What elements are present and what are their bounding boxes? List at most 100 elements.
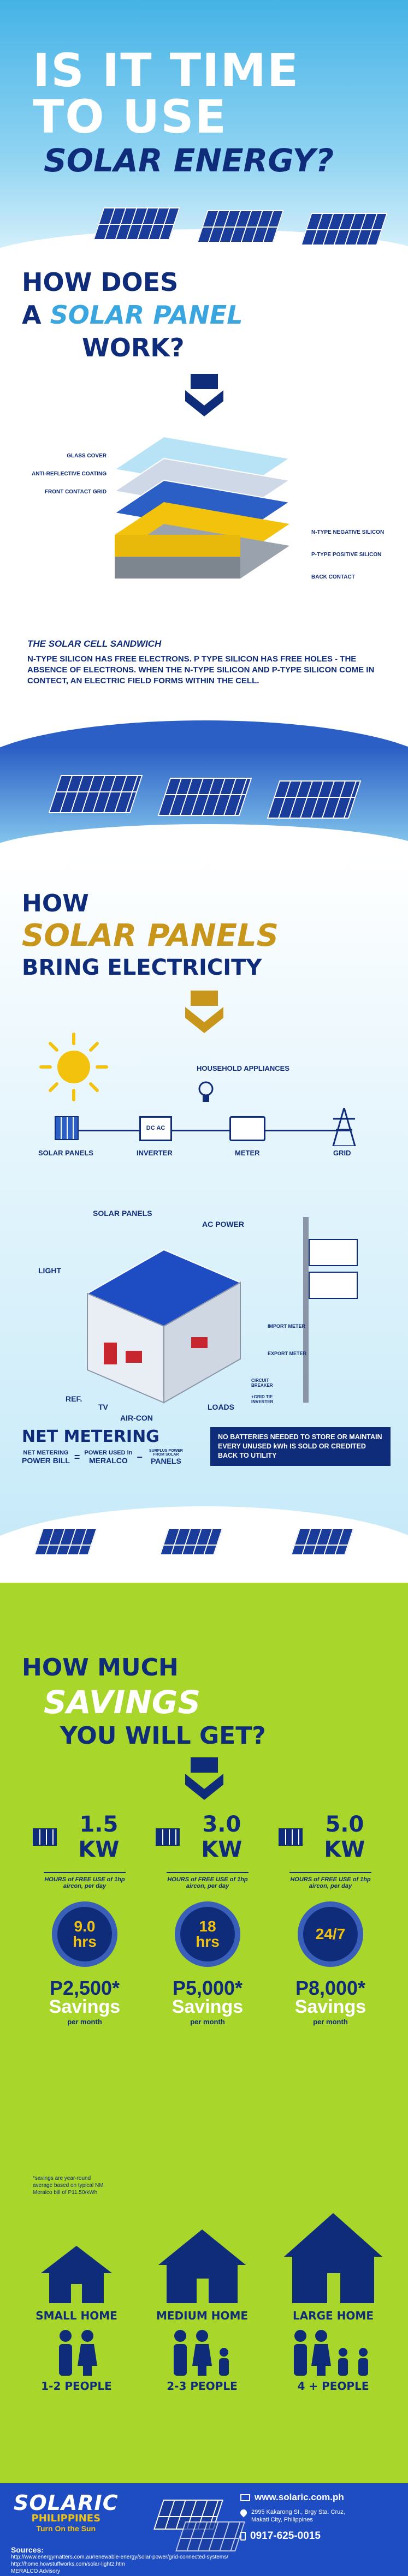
flow-grid-icon [332,1108,356,1146]
hill-shape [0,720,408,748]
sun-icon [39,1033,108,1101]
utility-pole [303,1217,309,1403]
chevron-down-icon [185,374,223,416]
phone-icon [240,2532,246,2541]
layer-label: GLASS COVER [67,453,107,459]
flow-inverter-icon: DC AC [139,1116,172,1141]
section2-title-line2: SOLAR PANELS [22,918,279,953]
solar-panel-icon [267,780,362,819]
free-use-label: HOURS of FREE USE of 1hp aircon, per day [167,1872,249,1889]
eq-meralco: MERALCO [89,1456,128,1465]
flow-label: INVERTER [137,1149,173,1157]
savings-amount: P8,000* [295,1977,366,1999]
flow-meter-icon [229,1116,265,1141]
source-link[interactable]: http://home.howstuffworks.com/solar-ligh… [11,2561,125,2567]
people-label: 2-3 PEOPLE [167,2380,238,2393]
people-icon [294,2330,368,2376]
layer-labels-right: N-TYPE NEGATIVE SILICON P-TYPE POSITIVE … [311,529,393,580]
per-month-label: per month [190,2018,225,2026]
savings-word: Savings [172,1996,244,2017]
section-solar-panel-work: HOW DOES A SOLAR PANEL WORK? GLASS COVER… [0,257,408,748]
house-label-loads: LOADS [208,1403,234,1411]
section2-title-line1: HOW [22,890,89,917]
people-label: 4 + PEOPLE [297,2380,369,2393]
phone-number[interactable]: 0917-625-0015 [250,2530,321,2542]
hero-title-line2: TO USE [33,90,228,144]
hours-badge: 9.0 hrs [52,1901,117,1967]
source-text: MERALCO Advisory [11,2568,61,2574]
solar-panel-icon [157,778,252,816]
section1-title-line1: HOW DOES [22,267,179,297]
house-label-panels: SOLAR PANELS [93,1209,152,1218]
people-icon [59,2330,97,2376]
contact-block: www.solaric.com.ph 2995 Kakarong St., Br… [239,2492,404,2542]
equals-sign: = [74,1451,80,1463]
home-column: MEDIUM HOME 2-3 PEOPLE [142,2227,262,2393]
kw-value: 3.0 KW [201,1812,243,1862]
section3-title-line1: HOW MUCH [22,1654,179,1681]
solar-panel-icon [156,1828,180,1846]
chevron-down-icon [185,1757,223,1800]
savings-footnote: *savings are year-round average based on… [33,2175,104,2196]
solar-panel-icon [48,775,143,813]
flow-line [66,1130,350,1131]
section-savings: HOW MUCH SAVINGS YOU WILL GET? 1.5 KW HO… [0,1583,408,2483]
savings-columns: 1.5 KW HOURS of FREE USE of 1hp aircon, … [33,1812,382,2026]
household-label: HOUSEHOLD APPLIANCES [197,1064,289,1072]
layer-label: ANTI-REFLECTIVE COATING [31,471,107,477]
savings-word: Savings [49,1996,121,2017]
layer-label: BACK CONTACT [311,574,355,580]
section-bring-electricity: HOW SOLAR PANELS BRING ELECTRICITY HOUSE… [0,857,408,1583]
eq-power-bill: POWER BILL [22,1456,70,1465]
section1-title-line2: A SOLAR PANEL [22,300,243,330]
savings-column: 5.0 KW HOURS of FREE USE of 1hp aircon, … [279,1812,382,2026]
per-month-label: per month [67,2018,102,2026]
flow-label: GRID [333,1149,351,1157]
sandwich-title: THE SOLAR CELL SANDWICH [27,639,162,649]
hero-section: IS IT TIME TO USE SOLAR ENERGY? [0,0,408,257]
flow-label: METER [235,1149,260,1157]
website-link[interactable]: www.solaric.com.ph [255,2492,344,2502]
eq-power-used: POWER USED in [84,1450,133,1456]
kw-value: 5.0 KW [324,1812,365,1862]
flow-label: SOLAR PANELS [38,1149,93,1157]
sandwich-text: N-TYPE SILICON HAS FREE ELECTRONS. P TYP… [27,654,375,685]
brand-logo: SOLARIC PHILIPPINES Turn On the Sun [14,2491,119,2533]
panels-strip [0,748,408,857]
solar-cell-diagram [113,437,291,579]
house-label-aircon: AIR-CON [120,1414,153,1422]
solar-panel-icon [290,1528,354,1555]
solar-panel-icon [279,1828,303,1846]
house-label-light: LIGHT [38,1266,61,1275]
section1-title-line3: WORK? [82,333,185,362]
hours-badge: 24/7 [298,1901,363,1967]
house-label-tv: TV [98,1403,108,1411]
bulb-icon [198,1081,214,1102]
kw-value: 1.5 KW [78,1812,120,1862]
layer-label: FRONT CONTACT GRID [44,489,107,495]
house-diagram [86,1249,242,1404]
solar-panel-icon [33,1828,57,1846]
solar-panel-icon [300,213,388,246]
large-house-icon [284,2213,382,2303]
home-column: LARGE HOME 4 + PEOPLE [273,2210,393,2393]
hero-title-line1: IS IT TIME [33,44,300,97]
layer-labels-left: GLASS COVER ANTI-REFLECTIVE COATING FRON… [30,453,107,495]
brand-name: SOLARIC [14,2491,119,2515]
solar-panel-icon [197,210,284,243]
cloud-shape [0,824,408,857]
home-label: LARGE HOME [293,2309,374,2322]
solar-panel-icon [33,1528,98,1555]
net-metering-title: NET METERING [22,1427,159,1446]
house-label-ref: REF. [66,1394,82,1403]
savings-amount: P5,000* [172,1977,243,1999]
location-icon [239,2508,249,2518]
export-meter-label: EXPORT METER [268,1351,307,1356]
home-label: MEDIUM HOME [156,2309,249,2322]
eq-panels: PANELS [151,1457,181,1465]
home-column: SMALL HOME 1-2 PEOPLE [22,2243,131,2393]
source-link[interactable]: http://www.energymatters.com.au/renewabl… [11,2554,228,2560]
home-label: SMALL HOME [36,2309,117,2322]
monitor-icon [240,2494,250,2501]
